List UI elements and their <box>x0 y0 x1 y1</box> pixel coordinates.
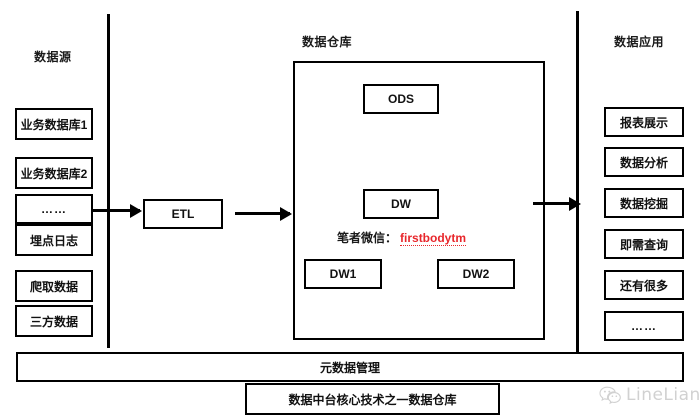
source-item-ellipsis[interactable]: …… <box>15 194 93 224</box>
author-wechat-note: 笔者微信： firstbodytm <box>337 229 467 246</box>
application-item-adhoc-query[interactable]: 即需查询 <box>604 229 684 259</box>
source-item-third-party-data[interactable]: 三方数据 <box>15 305 93 337</box>
data-warehouse-container: ODS DW DW1 DW2 <box>293 61 545 340</box>
divider-source-warehouse <box>107 14 110 348</box>
application-item-report-display[interactable]: 报表展示 <box>604 107 684 137</box>
application-item-data-analysis[interactable]: 数据分析 <box>604 147 684 177</box>
warehouse-item-dw[interactable]: DW <box>363 189 439 219</box>
application-item-data-mining[interactable]: 数据挖掘 <box>604 188 684 218</box>
section-title-data-source: 数据源 <box>34 50 72 64</box>
watermark-text: LineLian <box>626 385 700 405</box>
wechat-handle: firstbodytm <box>400 231 467 246</box>
arrow-source-to-etl <box>92 209 140 212</box>
wechat-note-prefix: 笔者微信： <box>337 231 398 245</box>
metadata-management-bar[interactable]: 元数据管理 <box>16 352 684 382</box>
arrow-warehouse-to-application <box>533 202 579 205</box>
warehouse-item-dw1[interactable]: DW1 <box>304 259 382 289</box>
divider-warehouse-application <box>576 11 579 352</box>
etl-box[interactable]: ETL <box>143 199 223 229</box>
arrow-etl-to-warehouse <box>235 212 290 215</box>
application-item-many-more[interactable]: 还有很多 <box>604 270 684 300</box>
section-title-data-warehouse: 数据仓库 <box>302 35 353 49</box>
section-title-data-application: 数据应用 <box>614 35 665 49</box>
wechat-icon <box>599 386 621 405</box>
warehouse-item-ods[interactable]: ODS <box>363 84 439 114</box>
source-item-tracking-log[interactable]: 埋点日志 <box>15 224 93 256</box>
diagram-caption-bar: 数据中台核心技术之一数据仓库 <box>245 383 500 415</box>
source-item-business-db-2[interactable]: 业务数据库2 <box>15 157 93 189</box>
source-item-crawled-data[interactable]: 爬取数据 <box>15 270 93 302</box>
warehouse-item-dw2[interactable]: DW2 <box>437 259 515 289</box>
source-item-business-db-1[interactable]: 业务数据库1 <box>15 108 93 140</box>
application-item-ellipsis[interactable]: …… <box>604 311 684 341</box>
watermark: LineLian <box>599 385 700 405</box>
